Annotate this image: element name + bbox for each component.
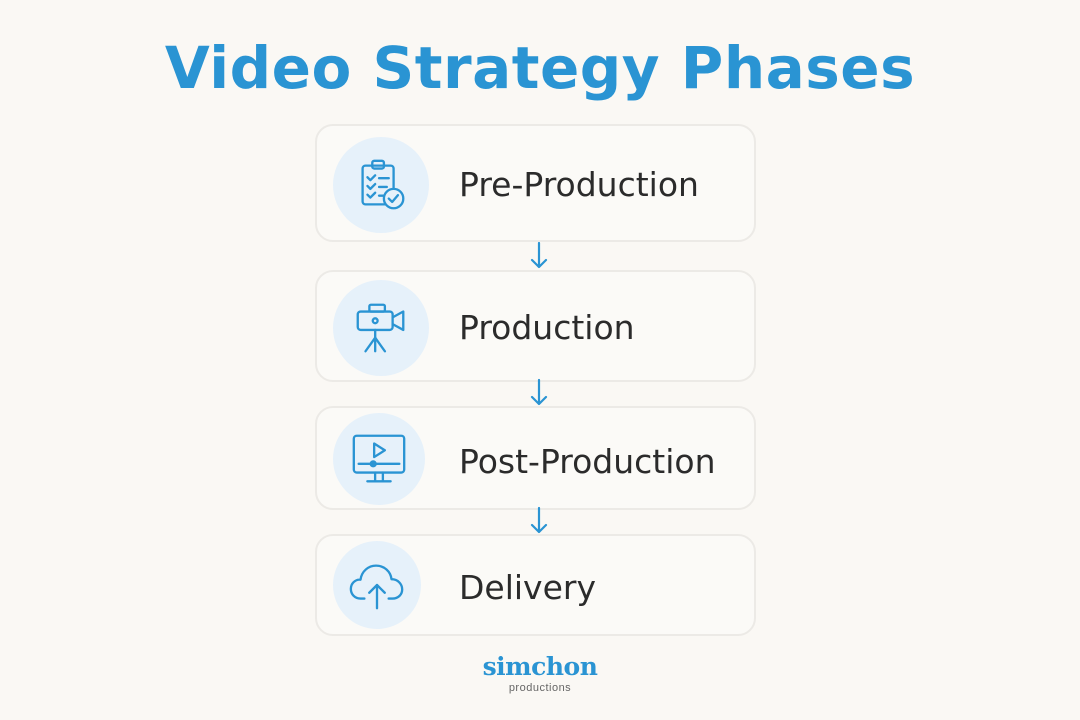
page-title: Video Strategy Phases [164, 34, 916, 102]
phase-card-post-production: Post-Production [315, 406, 756, 510]
video-camera-tripod-icon [333, 280, 429, 376]
brand-logo: simchon productions [0, 652, 1080, 694]
phase-label-pre-production: Pre-Production [459, 165, 699, 204]
monitor-play-icon [333, 413, 425, 505]
arrow-down-icon [530, 241, 548, 269]
phase-card-pre-production: Pre-Production [315, 124, 756, 242]
logo-tagline: productions [508, 682, 572, 694]
phase-label-delivery: Delivery [459, 568, 596, 607]
cloud-upload-icon [333, 541, 421, 629]
phase-label-post-production: Post-Production [459, 442, 716, 481]
phase-label-production: Production [459, 308, 635, 347]
arrow-down-icon [530, 506, 548, 534]
phase-card-delivery: Delivery [315, 534, 756, 636]
logo-name: simchon [482, 652, 598, 681]
phase-card-production: Production [315, 270, 756, 382]
arrow-down-icon [530, 378, 548, 406]
clipboard-checklist-icon [333, 137, 429, 233]
